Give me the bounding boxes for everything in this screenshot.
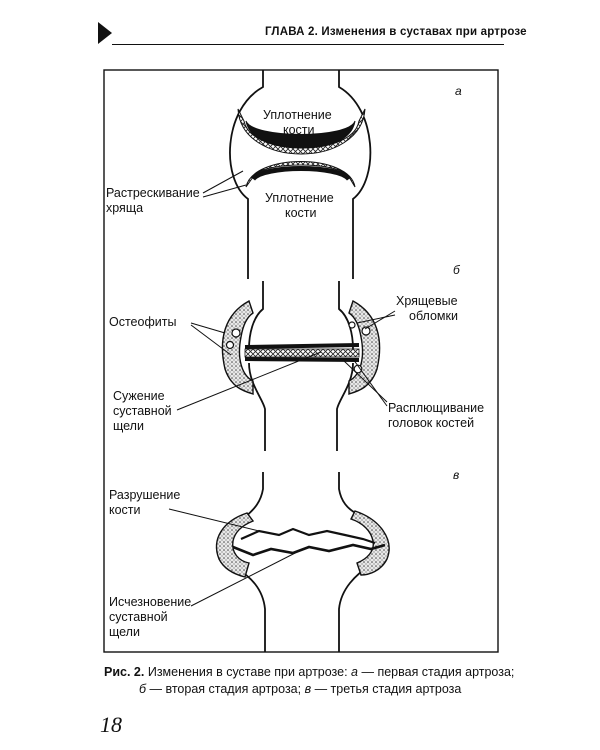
label-cartilage-crack-1: Растрескивание [106, 186, 200, 200]
cartilage-fragment [232, 329, 240, 337]
label-narrowing-3: щели [113, 419, 144, 433]
label-narrowing-2: суставной [113, 404, 172, 418]
bone-overgrowth-left [217, 513, 253, 577]
caption-b-letter: б [139, 682, 146, 696]
cartilage-fragment [227, 342, 234, 349]
label-lower-bone-1: Уплотнение [265, 191, 334, 205]
label-disappearance-3: щели [109, 625, 140, 639]
label-fragments-2: обломки [409, 309, 458, 323]
label-disappearance-2: суставной [109, 610, 168, 624]
panel-b-letter: б [453, 263, 461, 277]
destroyed-lower-surface [233, 545, 385, 555]
label-cartilage-crack-2: хряща [106, 201, 143, 215]
caption-b-text: — вторая стадия артроза; [146, 682, 305, 696]
label-fragments-1: Хрящевые [396, 294, 458, 308]
figure-frame: а Уплотнение кости Уплотнение кости Раст… [103, 69, 499, 653]
label-lower-bone-2: кости [285, 206, 317, 220]
header-rule [112, 44, 504, 45]
chapter-header-title: ГЛАВА 2. Изменения в суставах при артроз… [265, 26, 527, 38]
figure-caption: Рис. 2. Изменения в суставе при артрозе:… [104, 664, 504, 698]
caption-c-text: — третья стадия артроза [311, 682, 461, 696]
panel-b: б Остеофиты Хрящевые обломки Сужение сус… [109, 263, 484, 451]
panel-a-letter: а [455, 84, 462, 98]
destroyed-upper-surface [241, 529, 375, 543]
label-flattening-2: головок костей [388, 416, 474, 430]
panel-a: а Уплотнение кости Уплотнение кости Раст… [106, 70, 462, 279]
cartilage-fragment [349, 322, 355, 328]
caption-a-text: — первая стадия артроза; [358, 665, 514, 679]
label-destruction-2: кости [109, 503, 141, 517]
caption-line1-text: Изменения в суставе при артрозе: [144, 665, 351, 679]
label-upper-bone-1: Уплотнение [263, 108, 332, 122]
bone-overgrowth-right [351, 511, 389, 575]
narrowed-cartilage [245, 349, 359, 357]
label-narrowing-1: Сужение [113, 389, 165, 403]
label-destruction-1: Разрушение [109, 488, 180, 502]
header-triangle-icon [98, 22, 112, 44]
panel-c-letter: в [453, 468, 459, 482]
lower-bone-sclerosis [253, 169, 349, 180]
label-upper-bone-2: кости [283, 123, 315, 137]
page-number: 18 [100, 712, 122, 738]
caption-a-letter: а [351, 665, 358, 679]
label-disappearance-1: Исчезновение [109, 595, 191, 609]
panel-c: в Разрушение кости Исчезновение суставно… [109, 468, 459, 652]
label-osteophytes: Остеофиты [109, 315, 176, 329]
label-flattening-1: Расплющивание [388, 401, 484, 415]
caption-fig-label: Рис. 2. [104, 665, 144, 679]
